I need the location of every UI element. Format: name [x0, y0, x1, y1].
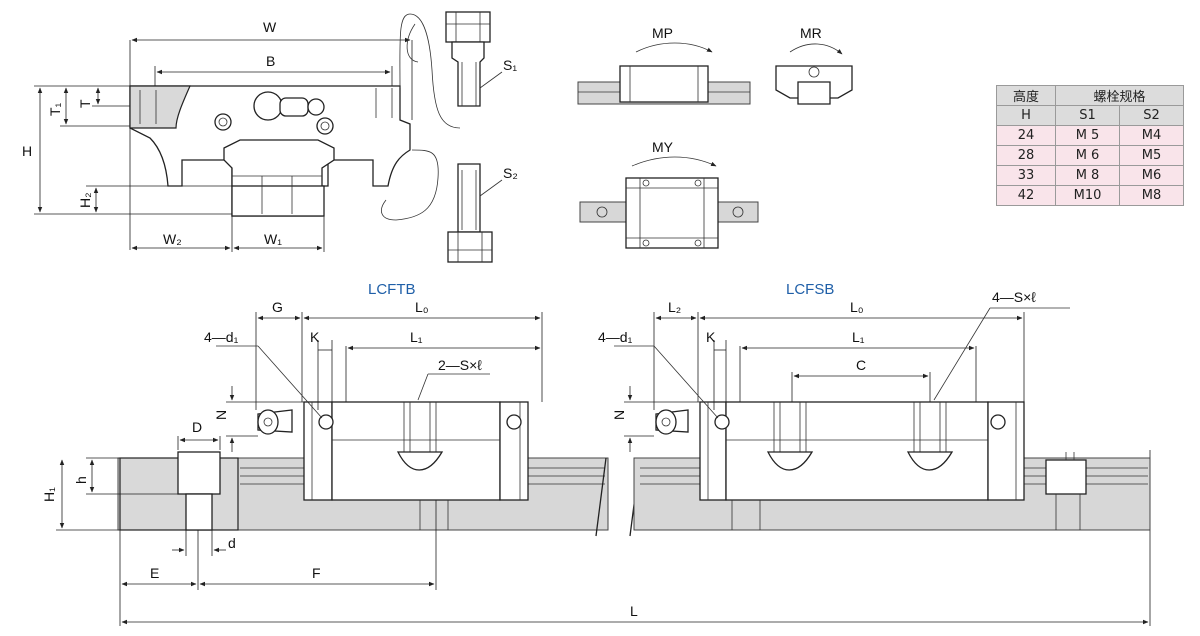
lcftb-dimensions: LCFTB G L₀ K L₁ 4—d₁ 2—S×ℓ N D h H₁ d	[41, 281, 1151, 626]
cell-s2: M4	[1119, 125, 1184, 146]
dim-W2: W₂	[163, 231, 182, 247]
cell-height: 42	[996, 185, 1056, 206]
label-SxL-lcfsb: 4—S×ℓ	[992, 289, 1036, 305]
dim-K-lcfsb: K	[706, 329, 716, 345]
bolt-spec-table: 高度 螺栓规格 H S1 S2 24 M 5 M4 28 M 6 M5 33 M…	[996, 85, 1184, 206]
dim-L1-lcfsb: L₁	[852, 329, 865, 345]
caption-lcfsb: LCFSB	[786, 281, 834, 298]
side-view-lcftb	[117, 401, 609, 531]
side-view-lcfsb	[633, 401, 1151, 531]
header-height-sub: H	[996, 105, 1056, 126]
label-S2: S₂	[503, 165, 518, 181]
dim-H1: H₁	[41, 487, 57, 502]
dim-K: K	[310, 329, 320, 345]
cell-s2: M6	[1119, 165, 1184, 186]
table-row: 24 M 5 M4	[996, 125, 1184, 146]
label-SxL-lcftb: 2—S×ℓ	[438, 357, 482, 373]
label-S1: S₁	[503, 57, 517, 73]
dim-T1: T₁	[47, 102, 63, 116]
dim-N: N	[213, 410, 229, 420]
dim-B: B	[266, 53, 275, 69]
dim-L1: L₁	[410, 329, 423, 345]
dim-L0-lcfsb: L₀	[850, 299, 864, 315]
dim-C: C	[856, 357, 866, 373]
dim-E: E	[150, 565, 159, 581]
dim-W1: W₁	[264, 231, 282, 247]
cell-s1: M 8	[1055, 165, 1120, 186]
bolt-details: S₁ S₂	[381, 11, 518, 263]
cell-s1: M10	[1055, 185, 1120, 206]
dim-G: G	[272, 299, 283, 315]
table-row: 28 M 6 M5	[996, 145, 1184, 166]
dim-T: T	[77, 99, 93, 108]
dim-L0: L₀	[415, 299, 429, 315]
moment-diagrams: MP MR MY	[577, 25, 853, 249]
cell-height: 24	[996, 125, 1056, 146]
cell-s2: M8	[1119, 185, 1184, 206]
dim-H: H	[22, 143, 32, 159]
cell-s2: M5	[1119, 145, 1184, 166]
dim-h: h	[73, 476, 89, 484]
dim-L2: L₂	[668, 299, 681, 315]
caption-lcftb: LCFTB	[368, 281, 416, 298]
header-s2: S2	[1119, 105, 1184, 126]
table-row: 33 M 8 M6	[996, 165, 1184, 186]
label-MR: MR	[800, 25, 822, 41]
cell-s1: M 6	[1055, 145, 1120, 166]
cell-height: 28	[996, 145, 1056, 166]
dim-D: D	[192, 419, 202, 435]
header-s1: S1	[1055, 105, 1120, 126]
dim-d: d	[228, 535, 236, 551]
label-MY: MY	[652, 139, 674, 155]
table-row: 42 M10 M8	[996, 185, 1184, 206]
label-d1-lcfsb: 4—d₁	[598, 329, 633, 345]
dim-L: L	[630, 603, 638, 619]
header-bolt: 螺栓规格	[1055, 85, 1184, 106]
header-height: 高度	[996, 85, 1056, 106]
dim-F: F	[312, 565, 321, 581]
dim-N-lcfsb: N	[611, 410, 627, 420]
dim-W: W	[263, 19, 277, 35]
front-view	[129, 85, 411, 217]
cell-s1: M 5	[1055, 125, 1120, 146]
dim-H2: H₂	[77, 192, 93, 208]
front-view-dimensions: W B H T₁ T H₂ W₂ W₁	[22, 19, 413, 252]
label-MP: MP	[652, 25, 673, 41]
cell-height: 33	[996, 165, 1056, 186]
label-d1-lcftb: 4—d₁	[204, 329, 239, 345]
lcfsb-dimensions: LCFSB L₂ L₀ K L₁ C 4—d₁ 4—S×ℓ N	[598, 281, 1070, 452]
